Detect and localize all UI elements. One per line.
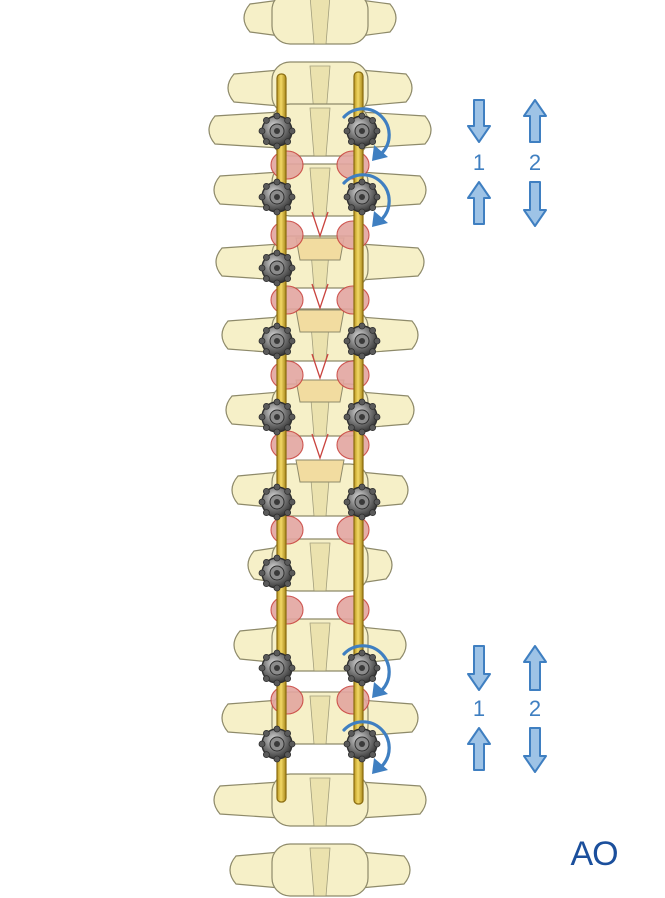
pedicle-screw-icon: [343, 112, 381, 150]
curved-arrow-icon: [342, 644, 391, 698]
bottom-label-2: 2: [529, 696, 541, 721]
right-rod: [353, 71, 364, 805]
facet-joint: [270, 220, 304, 250]
facet-joint: [336, 285, 370, 315]
top-arrow-group: 1 2: [467, 99, 547, 227]
curved-arrow-icon: [342, 107, 391, 161]
facet-joint: [270, 515, 304, 545]
top-label-1: 1: [473, 150, 485, 175]
vertebra: [213, 163, 427, 217]
arrow-up-icon: [467, 181, 491, 225]
spinous-process: [309, 0, 331, 45]
pedicle-screw-icon: [258, 725, 296, 763]
top-label-2: 2: [529, 150, 541, 175]
vertebra: [208, 103, 432, 157]
disc: [295, 379, 345, 403]
pedicle-screw-icon: [258, 554, 296, 592]
vertebra: [213, 773, 427, 827]
curved-arrow-icon: [342, 720, 391, 774]
arrow-down-icon: [467, 645, 491, 691]
pedicle-screw-icon: [343, 178, 381, 216]
arrow-up-icon: [523, 99, 547, 143]
disc: [295, 459, 345, 483]
arrow-down-icon: [523, 727, 547, 773]
facet-joint: [336, 360, 370, 390]
spinous-process: [309, 777, 331, 827]
vertebra: [227, 61, 413, 115]
pedicle-screw-icon: [343, 398, 381, 436]
pedicle-screw-icon: [258, 483, 296, 521]
osteotomy-line: [311, 283, 329, 311]
arrow-down-icon: [467, 99, 491, 143]
osteotomy-line: [311, 433, 329, 461]
arrow-up-icon: [467, 727, 491, 771]
pedicle-screw-icon: [258, 649, 296, 687]
spinous-process: [309, 167, 331, 217]
arrow-down-icon: [523, 181, 547, 227]
pedicle-screw-icon: [258, 178, 296, 216]
facet-joint: [270, 430, 304, 460]
pedicle-screw-icon: [258, 322, 296, 360]
pedicle-screws: [258, 112, 381, 763]
facet-joint: [336, 430, 370, 460]
spine-column: [208, 0, 432, 897]
rotation-arrows: [342, 107, 391, 774]
facet-joint: [270, 360, 304, 390]
pedicle-screw-icon: [258, 112, 296, 150]
disc: [295, 309, 345, 333]
facet-joint: [336, 595, 370, 625]
pedicle-screw-icon: [343, 322, 381, 360]
spinous-process: [309, 107, 331, 157]
facet-joint: [270, 685, 304, 715]
pedicle-screw-icon: [258, 398, 296, 436]
vertebra: [233, 618, 407, 672]
spinous-process: [309, 542, 331, 592]
disc: [295, 237, 345, 261]
vertebra: [229, 843, 411, 897]
spinous-process: [309, 622, 331, 672]
arrow-up-icon: [523, 645, 547, 691]
vertebra: [243, 0, 397, 45]
osteotomy-line: [311, 353, 329, 381]
facet-joint: [270, 150, 304, 180]
vertebra: [221, 691, 419, 745]
pedicle-screw-icon: [258, 249, 296, 287]
osteotomy-line: [311, 211, 329, 239]
facet-joint: [270, 595, 304, 625]
bottom-arrow-group: 1 2: [467, 645, 547, 773]
facet-joint: [336, 220, 370, 250]
pedicle-screw-icon: [343, 483, 381, 521]
curved-arrow-icon: [342, 173, 391, 227]
bottom-label-1: 1: [473, 696, 485, 721]
spinous-process: [309, 695, 331, 745]
facet-joint: [270, 285, 304, 315]
facet-joint: [336, 685, 370, 715]
pedicle-screw-icon: [343, 725, 381, 763]
spinous-process: [309, 847, 331, 897]
ao-logo: AO: [570, 835, 617, 873]
pedicle-screw-icon: [343, 649, 381, 687]
facet-joint: [336, 515, 370, 545]
